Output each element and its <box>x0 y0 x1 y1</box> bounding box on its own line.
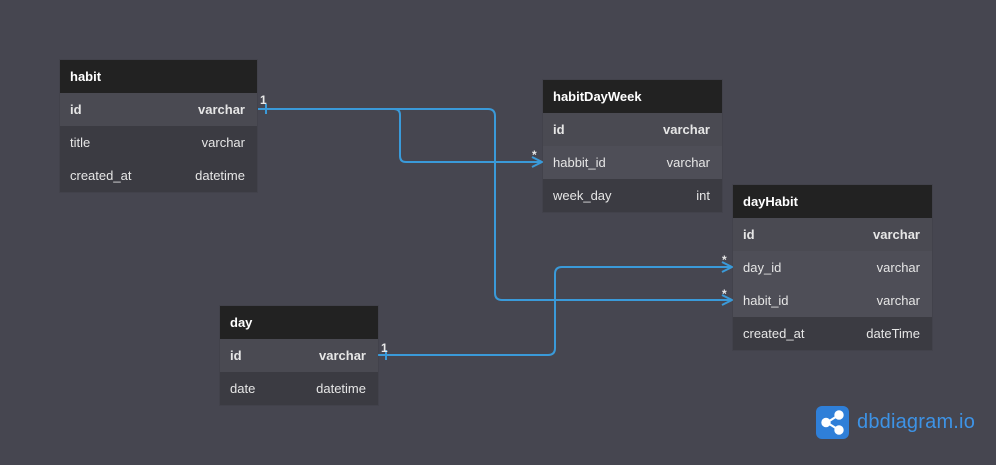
column-type: varchar <box>663 122 710 137</box>
table-row[interactable]: date datetime <box>220 372 378 405</box>
column-type: varchar <box>876 260 920 275</box>
table-row[interactable]: id varchar <box>543 113 722 146</box>
table-header[interactable]: day <box>220 306 378 339</box>
column-name: habbit_id <box>553 155 606 170</box>
column-type: varchar <box>876 293 920 308</box>
table-dayhabit[interactable]: dayHabit id varchar day_id varchar habit… <box>733 185 932 350</box>
table-header[interactable]: habitDayWeek <box>543 80 722 113</box>
brand-logo[interactable]: dbdiagram.io <box>816 406 975 439</box>
column-type: varchar <box>873 227 920 242</box>
table-row[interactable]: created_at dateTime <box>733 317 932 350</box>
table-row[interactable]: id varchar <box>733 218 932 251</box>
table-row[interactable]: title varchar <box>60 126 257 159</box>
relation-habit-habitdayweek <box>258 108 542 163</box>
column-name: id <box>230 348 242 363</box>
column-name: week_day <box>553 188 612 203</box>
share-nodes-icon <box>816 406 849 439</box>
cardinality-many-label: * <box>532 148 537 162</box>
table-row[interactable]: created_at datetime <box>60 159 257 192</box>
table-habit[interactable]: habit id varchar title varchar created_a… <box>60 60 257 192</box>
table-day[interactable]: day id varchar date datetime <box>220 306 378 405</box>
column-type: dateTime <box>866 326 920 341</box>
column-name: id <box>743 227 755 242</box>
cardinality-one-label: 1 <box>381 341 388 355</box>
table-row[interactable]: week_day int <box>543 179 722 212</box>
column-type: varchar <box>198 102 245 117</box>
column-name: date <box>230 381 256 396</box>
column-type: int <box>696 188 710 203</box>
relation-day-dayhabit <box>378 266 732 356</box>
column-name: created_at <box>743 326 805 341</box>
column-type: varchar <box>201 135 245 150</box>
cardinality-one-label: 1 <box>260 93 267 107</box>
table-row[interactable]: habbit_id varchar <box>543 146 722 179</box>
table-row[interactable]: id varchar <box>220 339 378 372</box>
column-type: datetime <box>195 168 245 183</box>
cardinality-many-label: * <box>722 287 727 301</box>
table-header[interactable]: habit <box>60 60 257 93</box>
table-row[interactable]: day_id varchar <box>733 251 932 284</box>
column-name: title <box>70 135 91 150</box>
column-name: created_at <box>70 168 132 183</box>
brand-name: dbdiagram.io <box>857 411 976 433</box>
column-name: day_id <box>743 260 782 275</box>
relation-habit-dayhabit <box>258 108 732 301</box>
column-type: varchar <box>666 155 710 170</box>
cardinality-many-label: * <box>722 253 727 267</box>
column-name: id <box>553 122 565 137</box>
column-name: habit_id <box>743 293 789 308</box>
table-row[interactable]: id varchar <box>60 93 257 126</box>
table-header[interactable]: dayHabit <box>733 185 932 218</box>
table-row[interactable]: habit_id varchar <box>733 284 932 317</box>
column-type: varchar <box>319 348 366 363</box>
column-type: datetime <box>316 381 366 396</box>
column-name: id <box>70 102 82 117</box>
table-habitdayweek[interactable]: habitDayWeek id varchar habbit_id varcha… <box>543 80 722 212</box>
